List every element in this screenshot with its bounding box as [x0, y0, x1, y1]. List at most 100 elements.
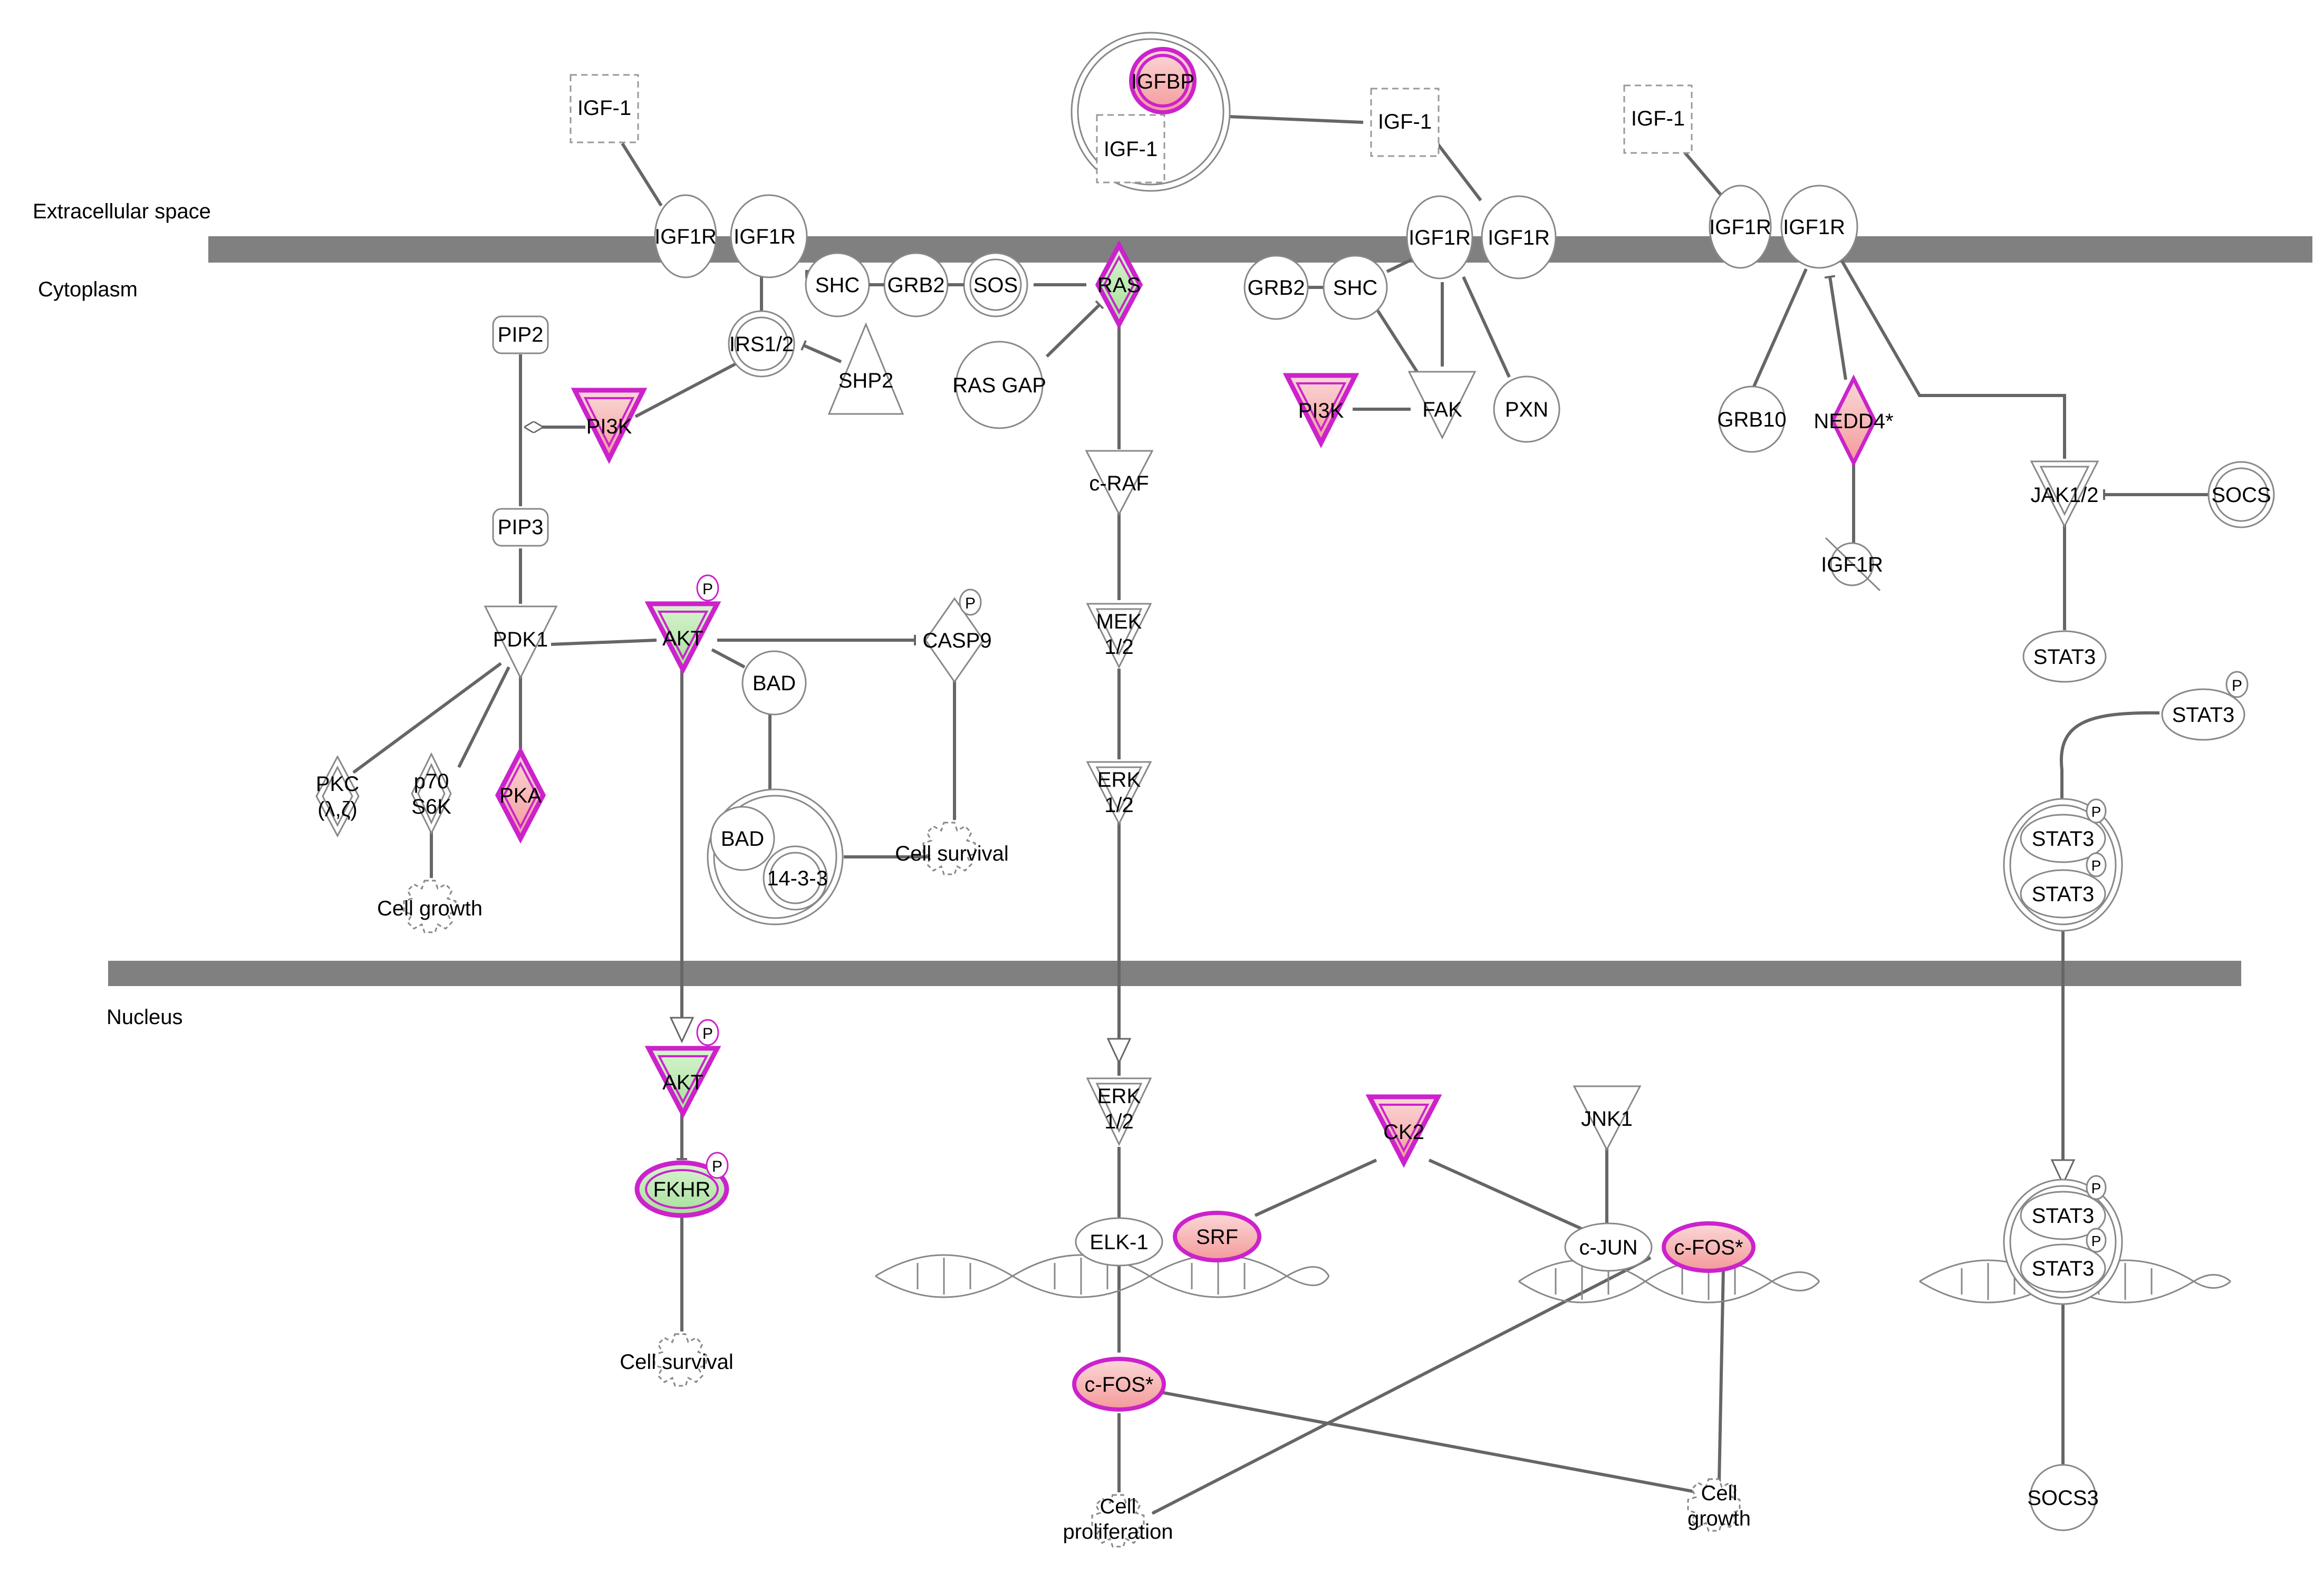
label-erk-nuc-1: ERK	[1097, 1085, 1141, 1108]
label-stat3-nuc-a: STAT3	[2032, 1204, 2095, 1228]
label-pdk1: PDK1	[493, 628, 548, 651]
label-cell-growth-nuc-1: Cell	[1701, 1482, 1738, 1505]
node-akt-cyto[interactable]: AKT	[644, 601, 721, 675]
label-cell-prolif-2: proliferation	[1063, 1520, 1173, 1543]
node-shp2[interactable]: SHP2	[827, 322, 904, 415]
node-ck2[interactable]: CK2	[1365, 1094, 1442, 1168]
node-fak[interactable]: FAK	[1407, 371, 1477, 440]
node-sos[interactable]: SOS	[963, 252, 1028, 317]
label-igf1-right: IGF-1	[1631, 107, 1685, 130]
node-pip3[interactable]: PIP3	[492, 508, 549, 547]
node-grb2-mid[interactable]: GRB2	[1243, 255, 1309, 320]
node-pka[interactable]: PKA	[495, 746, 546, 844]
node-pxn[interactable]: PXN	[1493, 375, 1560, 443]
cytoplasm-label: Cytoplasm	[38, 278, 138, 301]
node-bad[interactable]: BAD	[741, 650, 807, 716]
node-shc-mid[interactable]: SHC	[1323, 255, 1388, 320]
node-grb10[interactable]: GRB10	[1717, 385, 1787, 453]
node-pi3k-mid[interactable]: PI3K	[1282, 373, 1359, 448]
label-mek-1: MEK	[1096, 610, 1142, 633]
node-p70s6k[interactable]: p70 S6K	[411, 752, 452, 835]
node-irs12[interactable]: IRS1/2	[728, 310, 795, 378]
node-igf1-left[interactable]: IGF-1	[570, 74, 639, 143]
label-akt-cyto: AKT	[662, 627, 703, 650]
node-nedd4[interactable]: NEDD4*	[1814, 374, 1894, 467]
node-cell-growth-nuc[interactable]: Cell growth	[1687, 1478, 1751, 1532]
node-stat3-dimer-cyto[interactable]: STAT3 STAT3 P P	[2003, 798, 2123, 932]
node-igfbp[interactable]: IGFBP	[1129, 47, 1197, 114]
node-fkhr[interactable]: FKHR	[634, 1160, 729, 1218]
node-elk1[interactable]: ELK-1	[1075, 1217, 1163, 1267]
node-pdk1[interactable]: PDK1	[484, 605, 558, 680]
node-stat3-p[interactable]: STAT3	[2161, 688, 2245, 741]
node-shc-left[interactable]: SHC	[805, 252, 870, 317]
label-p-fkhr: P	[712, 1158, 722, 1175]
label-cjun: c-JUN	[1579, 1236, 1637, 1259]
node-igf1r-dimer-mid[interactable]: IGF1R IGF1R	[1406, 195, 1557, 279]
label-cell-survival-nuc: Cell survival	[620, 1350, 734, 1374]
label-pi3k-mid: PI3K	[1298, 399, 1344, 422]
label-p-dimer-b: P	[2091, 857, 2101, 874]
label-stat3-nuc-b: STAT3	[2032, 1257, 2095, 1280]
node-ras[interactable]: RAS	[1095, 240, 1143, 330]
node-casp9[interactable]: CASP9	[922, 597, 992, 683]
node-cell-proliferation[interactable]: Cell proliferation	[1063, 1494, 1173, 1548]
node-igf1r-dimer-left[interactable]: IGF1R IGF1R	[654, 194, 808, 278]
label-erk-cyto-1: ERK	[1097, 768, 1141, 792]
label-bad: BAD	[753, 672, 796, 695]
label-pxn: PXN	[1505, 398, 1548, 421]
label-pka: PKA	[499, 784, 542, 807]
node-erk12-nuc[interactable]: ERK 1/2	[1086, 1038, 1152, 1146]
label-elk1: ELK-1	[1089, 1231, 1148, 1254]
node-akt-nuc[interactable]: AKT	[644, 1017, 721, 1119]
label-p70-1: p70	[414, 770, 449, 793]
node-cfos[interactable]: c-FOS*	[1072, 1357, 1166, 1412]
node-ras-gap[interactable]: RAS GAP	[952, 341, 1046, 429]
node-igf1r-degraded[interactable]: IGF1R	[1821, 537, 1883, 592]
node-pi3k-left[interactable]: PI3K	[571, 388, 648, 465]
node-cell-growth-cyto[interactable]: Cell growth	[377, 880, 483, 933]
node-socs3[interactable]: SOCS3	[2027, 1464, 2099, 1531]
node-stat3-dimer-nuc[interactable]: STAT3 STAT3 P P	[2003, 1159, 2123, 1305]
node-grb2-left[interactable]: GRB2	[883, 252, 949, 317]
node-cfos-jun[interactable]: c-FOS*	[1662, 1221, 1756, 1273]
label-igf1-left: IGF-1	[577, 96, 631, 120]
label-bad-complex: BAD	[721, 827, 764, 851]
node-pip2[interactable]: PIP2	[492, 315, 549, 354]
node-srf[interactable]: SRF	[1173, 1211, 1261, 1262]
dna-helix-2	[1518, 1259, 1820, 1304]
node-stat3-mono[interactable]: STAT3	[2022, 630, 2107, 683]
node-mek12[interactable]: MEK 1/2	[1086, 603, 1152, 669]
label-cell-growth-cyto: Cell growth	[377, 897, 483, 920]
extracellular-space-label: Extracellular space	[33, 200, 211, 223]
node-igf1-bound[interactable]: IGF-1	[1096, 114, 1165, 184]
node-igf1-mid[interactable]: IGF-1	[1370, 88, 1440, 157]
label-grb2-left: GRB2	[888, 274, 945, 297]
label-igf1-bound: IGF-1	[1104, 138, 1158, 161]
label-jnk1: JNK1	[1581, 1107, 1633, 1131]
node-jak12[interactable]: JAK1/2	[2030, 460, 2099, 528]
node-cjun[interactable]: c-JUN	[1564, 1222, 1653, 1272]
label-stat3-mono: STAT3	[2033, 645, 2096, 669]
node-igf1r-dimer-right[interactable]: IGF1R IGF1R	[1709, 185, 1858, 269]
node-cell-survival-nuc[interactable]: Cell survival	[620, 1333, 734, 1387]
nuclear-membrane	[108, 961, 2241, 986]
label-p-akt-nuc: P	[702, 1025, 713, 1043]
label-pkc-2: (λ,ζ)	[317, 798, 357, 821]
node-bad-1433-complex[interactable]: BAD 14-3-3	[707, 788, 844, 925]
label-shc-mid: SHC	[1333, 276, 1377, 300]
label-fkhr: FKHR	[653, 1178, 711, 1201]
node-igf1-right[interactable]: IGF-1	[1623, 84, 1693, 154]
node-pkc[interactable]: PKC (λ,ζ)	[315, 755, 360, 838]
label-stat3-dimer-a: STAT3	[2032, 827, 2095, 851]
node-erk12-cyto[interactable]: ERK 1/2	[1086, 761, 1152, 826]
node-socs[interactable]: SOCS	[2207, 461, 2275, 528]
label-pi3k-left: PI3K	[586, 415, 632, 438]
node-cell-survival-cyto[interactable]: Cell survival	[895, 822, 1009, 875]
label-cfos-jun: c-FOS*	[1674, 1236, 1743, 1259]
node-craf[interactable]: c-RAF	[1085, 450, 1154, 516]
node-igfbp-complex[interactable]: IGFBP IGF-1	[1071, 32, 1231, 192]
label-akt-nuc: AKT	[662, 1071, 703, 1094]
node-jnk1[interactable]: JNK1	[1573, 1085, 1642, 1152]
label-casp9: CASP9	[922, 629, 991, 652]
